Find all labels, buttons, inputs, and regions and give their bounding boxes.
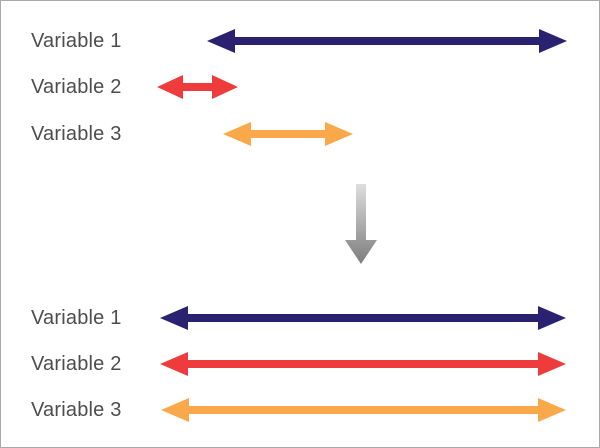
before-variable-3-double-arrow-icon xyxy=(223,122,353,146)
before-variable-1-label: Variable 1 xyxy=(31,30,122,52)
before-variable-3-label: Variable 3 xyxy=(31,123,122,145)
before-variable-1-double-arrow-icon xyxy=(207,29,567,53)
before-variable-2-double-arrow-icon xyxy=(157,75,238,99)
after-variable-1-label: Variable 1 xyxy=(31,307,122,329)
after-variable-1-double-arrow-icon xyxy=(160,306,566,330)
after-variable-3-double-arrow-icon xyxy=(161,398,566,422)
after-variable-3-label: Variable 3 xyxy=(31,399,122,421)
down-arrow-icon xyxy=(345,184,377,264)
after-variable-2-label: Variable 2 xyxy=(31,353,122,375)
before-variable-2-label: Variable 2 xyxy=(31,76,122,98)
after-variable-2-double-arrow-icon xyxy=(160,352,566,376)
